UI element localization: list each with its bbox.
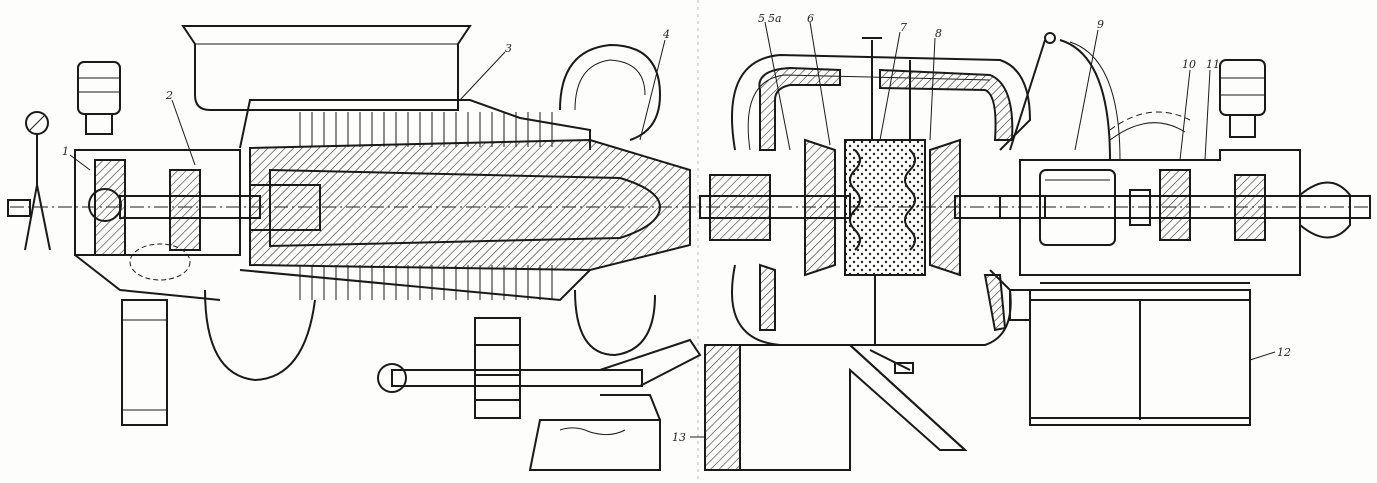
- compressor-casing: [119, 25, 691, 382]
- callout-13: 13: [672, 431, 686, 444]
- left-bearing-assembly: [7, 61, 241, 301]
- callout-11: 11: [1206, 58, 1220, 71]
- compressor-stand: [121, 299, 702, 471]
- callout-4: 4: [662, 28, 670, 41]
- callout-1: 1: [62, 145, 69, 158]
- right-frame: [1009, 282, 1251, 426]
- right-housing: [999, 59, 1371, 276]
- callout-labels: 1 2 3 4 5 5а 6 7 8 9 10 11 12 13: [62, 12, 1291, 444]
- callout-5a: 5а: [768, 12, 782, 25]
- callout-leaders: [69, 21, 1276, 438]
- callout-6: 6: [807, 12, 814, 25]
- callout-10: 10: [1182, 58, 1196, 71]
- callout-5: 5: [758, 12, 765, 25]
- callout-9: 9: [1097, 18, 1104, 31]
- turbine-section: [699, 32, 1121, 346]
- callout-12: 12: [1277, 346, 1291, 359]
- callout-3: 3: [505, 42, 512, 55]
- callout-2: 2: [165, 89, 173, 102]
- callout-8: 8: [935, 27, 942, 40]
- callout-7: 7: [900, 21, 907, 34]
- turbine-stand: [704, 344, 968, 471]
